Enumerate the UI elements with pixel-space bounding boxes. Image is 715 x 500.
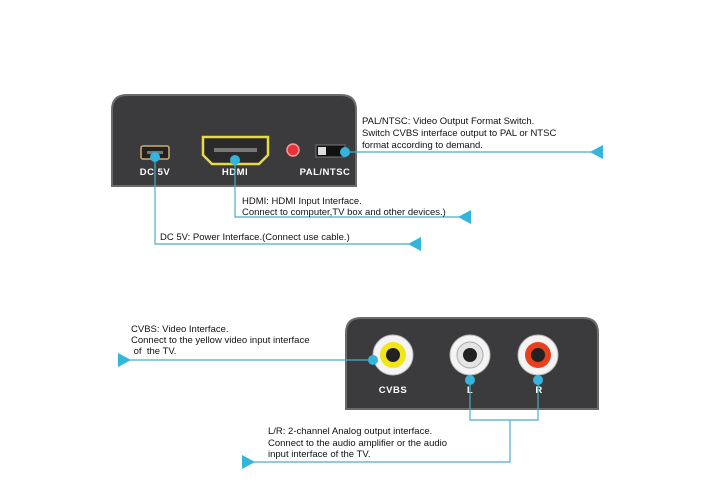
right-label: R <box>535 385 542 396</box>
cvbs-label: CVBS <box>379 385 407 396</box>
lr-note-line1: L/R: 2-channel Analog output interface. <box>268 426 432 437</box>
cvbs-note-line1: CVBS: Video Interface. <box>131 324 229 335</box>
pal-ntsc-note-line1: PAL/NTSC: Video Output Format Switch. <box>362 116 534 127</box>
callout-markers-bottom <box>118 353 543 469</box>
cvbs-note-line2: Connect to the yellow video input interf… <box>131 335 310 346</box>
hdmi-port-icon <box>201 135 270 166</box>
left-audio-jack-icon <box>449 334 491 376</box>
dc-dot-icon <box>150 152 160 162</box>
dc-note: DC 5V: Power Interface.(Connect use cabl… <box>160 232 350 243</box>
left-dot-icon <box>465 375 475 385</box>
callout-lines-top <box>154 151 598 245</box>
cvbs-arrow-icon <box>118 353 131 367</box>
hdmi-arrow-icon <box>458 210 471 224</box>
cvbs-jack-icon <box>372 334 414 376</box>
pal-ntsc-label: PAL/NTSC <box>300 167 351 178</box>
right-audio-jack-icon <box>517 334 559 376</box>
cvbs-dot-icon <box>368 355 378 365</box>
pal-ntsc-note-line2: Switch CVBS interface output to PAL or N… <box>362 128 556 139</box>
lr-note-line3: input interface of the TV. <box>268 449 370 460</box>
led-indicator-icon <box>286 143 300 157</box>
hdmi-dot-icon <box>230 155 240 165</box>
cvbs-note-line3: of the TV. <box>131 346 176 357</box>
pal-ntsc-note-line3: format according to demand. <box>362 140 483 151</box>
lr-arrow-icon <box>242 455 255 469</box>
hdmi-note-line1: HDMI: HDMI Input Interface. <box>242 196 362 207</box>
callout-markers-top <box>150 145 603 251</box>
right-dot-icon <box>533 375 543 385</box>
dc-arrow-icon <box>408 237 421 251</box>
hdmi-note-line2: Connect to computer,TV box and other dev… <box>242 207 446 218</box>
pal-ntsc-arrow-icon <box>590 145 603 159</box>
callout-lines-bottom <box>122 359 539 463</box>
pal-ntsc-dot-icon <box>340 147 350 157</box>
lr-note-line2: Connect to the audio amplifier or the au… <box>268 438 447 449</box>
